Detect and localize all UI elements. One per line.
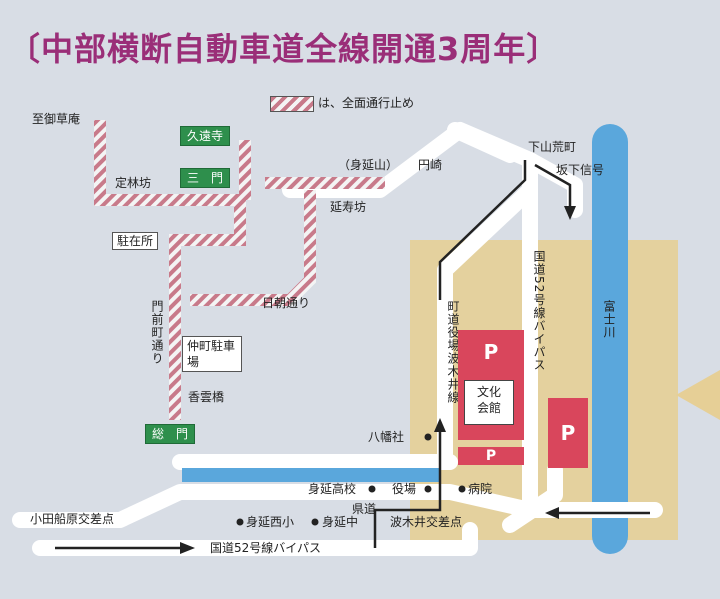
label-nakamachi-text: 仲町駐車場 [187,339,236,369]
legend-text: は、全面通行止め [318,96,415,110]
label-sakashita: 坂下信号 [556,163,605,177]
gate-kuonji: 久遠寺 [180,126,231,146]
label-chuzaisho: 駐在所 [112,232,159,250]
route-arrowhead-sakashita [564,206,576,220]
label-byoin: 病院 [468,482,493,496]
label-nakamachi: 仲町駐車場 [182,336,242,372]
label-minobusho: 身延西小 [246,515,295,529]
gate-sanmon: 三 門 [180,168,231,188]
route-arrowhead-vertical [434,418,446,432]
label-shimoyamaarai: 下山荒町 [528,140,577,154]
closed-road-shigoso [94,120,246,420]
route-arrowhead-bottom [180,542,195,554]
label-nichiro: 日朝通り [262,296,311,310]
label-route52-horizontal: 国道52号線バイパス [210,541,322,555]
label-machiyakuba: 町道役場波木井線 [446,300,460,404]
label-enjubo: 延寿坊 [330,200,367,214]
route-arrowhead-right [545,507,559,519]
page-title: 〔中部横断自動車道全線開通3周年〕 [8,30,560,68]
route-arrow-vertical [373,430,442,548]
label-enzaki: 円崎 [418,158,443,172]
label-shigoso: 至御草庵 [32,112,81,126]
label-fuji-river: 富士川 [602,300,616,339]
label-minobuchu: 身延中 [322,515,359,529]
label-hachiman: 八幡社 [368,430,405,444]
closed-road-nichiro [190,190,316,306]
route-arrow-top [438,160,527,300]
gate-somon: 総 門 [145,424,196,444]
label-odafune: 小田船原交差点 [30,512,115,526]
bunka-kaikan-text: 文化会館 [476,385,501,415]
label-route52-vertical: 国道52号線バイパス [532,250,546,372]
label-minobusan: （身延山） [338,158,399,172]
road-machiyakuba [437,182,538,463]
label-koun: 香雲橋 [188,390,225,404]
canal [182,468,440,482]
label-kendo: 県道 [352,502,377,516]
minobuchu-dot [311,518,319,526]
area-pointer [676,370,720,420]
label-hakii: 波木井交差点 [390,515,463,529]
label-yakuba: 役場 [392,482,417,496]
minobuko-dot [368,485,376,493]
fuji-river [592,124,628,554]
route-arrow-sakashita [534,163,572,210]
closed-road-legend-swatch [270,96,314,112]
label-teirinbo: 定林坊 [115,176,152,190]
road-sakashita [522,152,583,218]
yakuba-dot [424,485,432,493]
road-to-hakii [502,462,563,533]
label-monzen: 門前町通り [150,300,164,365]
parking-3: P [548,398,588,468]
minobusho-dot [236,518,244,526]
road-top-link [447,122,518,163]
label-minobuko: 身延高校 [308,482,357,496]
bunka-kaikan: 文化会館 [464,380,514,425]
hachiman-dot [424,433,432,441]
parking-2: P [458,447,524,465]
byoin-dot [458,485,466,493]
